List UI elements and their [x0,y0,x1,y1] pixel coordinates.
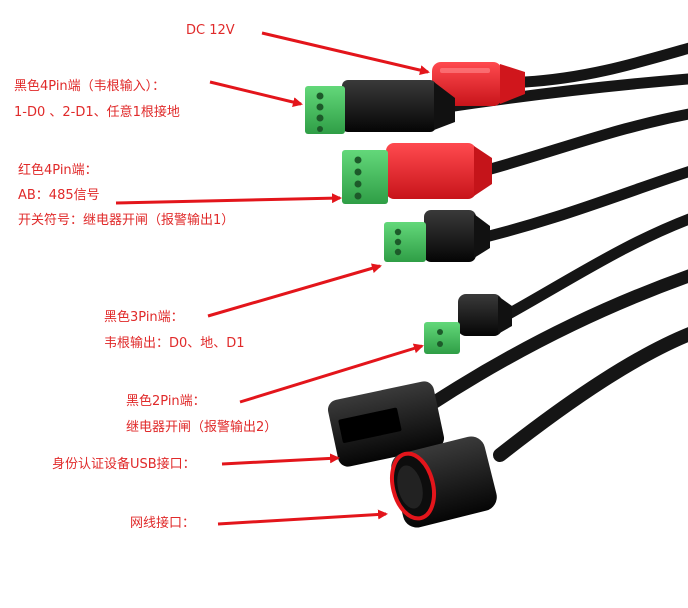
usb-a-female-connector-icon [327,381,445,467]
arrow-black4pin [209,80,303,107]
green-4pin-terminal-icon [305,86,345,134]
arrow-dc [261,31,430,76]
black-2pin-connector [424,294,512,354]
label-dc: DC 12V [186,23,235,38]
rj45-waterproof-connector-icon [390,436,497,528]
arrow-red4pin [115,193,342,205]
arrow-usb [221,453,340,466]
label-red-4pin-line2: 开关符号：继电器开闸（报警输出1） [18,213,235,228]
black-4pin-connector [305,80,455,134]
label-black-3pin-desc: 韦根输出：D0、地、D1 [104,336,245,351]
cable-dc [519,42,688,88]
label-black-4pin-title: 黑色4Pin端（韦根输入）： [14,79,166,94]
label-red-4pin-title: 红色4Pin端： [18,163,98,178]
green-3pin-terminal-icon [384,222,426,262]
label-black-3pin: 黑色3Pin端： 韦根输出：D0、地、D1 [104,305,245,357]
red-4pin-connector [342,143,492,204]
label-black-2pin-title: 黑色2Pin端： [126,394,206,409]
label-network: 网线接口： [130,516,196,531]
label-black-3pin-title: 黑色3Pin端： [104,310,184,325]
cable-network [493,327,688,462]
label-usb: 身份认证设备USB接口： [52,457,196,472]
cable-red4pin [481,108,688,176]
arrow-black3pin [207,263,382,318]
label-black-4pin: 黑色4Pin端（韦根输入）： 1-D0 、2-D1、任意1根接地 [14,74,180,126]
cable-usb [423,269,688,412]
green-2pin-terminal-icon [424,322,460,354]
arrow-black2pin [239,343,424,404]
cable-black2pin [499,213,688,322]
arrow-network [217,509,388,526]
green-4pin-terminal-icon [342,150,388,204]
label-black-2pin: 黑色2Pin端： 继电器开闸（报警输出2） [126,389,277,441]
label-black-2pin-desc: 继电器开闸（报警输出2） [126,420,278,435]
label-red-4pin: 红色4Pin端： AB：485信号 开关符号：继电器开闸（报警输出1） [18,158,234,233]
label-black-4pin-desc: 1-D0 、2-D1、任意1根接地 [14,105,180,120]
arrows [115,31,430,526]
label-red-4pin-line1: AB：485信号 [18,188,100,203]
black-3pin-connector [384,210,490,262]
cable-black3pin [459,166,688,248]
